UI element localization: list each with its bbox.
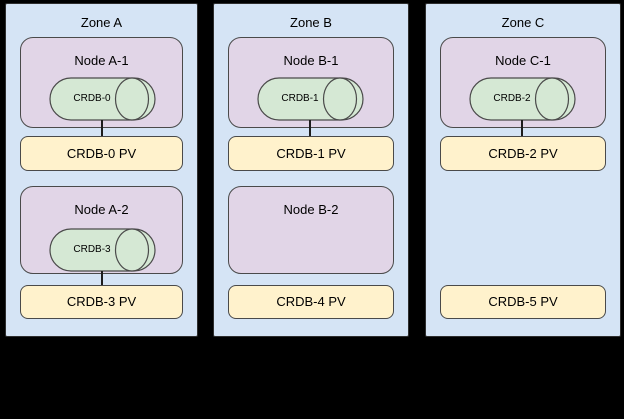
node-a1-box: Node A-1 CRDB-0	[20, 37, 183, 128]
crdb-0-pod-cylinder: CRDB-0	[49, 77, 156, 121]
crdb-1-pod-label: CRDB-1	[281, 93, 319, 104]
cylinder-icon	[49, 77, 156, 121]
crdb-3-pod-label: CRDB-3	[73, 244, 111, 255]
zone-a-container: Zone A Node A-1 CRDB-0 CRDB-0 PV Node A-…	[5, 3, 198, 337]
zone-b-title: Zone B	[290, 15, 332, 30]
crdb-0-pod-label: CRDB-0	[73, 93, 111, 104]
crdb-1-pod-cylinder: CRDB-1	[257, 77, 364, 121]
node-c1-label: Node C-1	[495, 53, 551, 68]
cylinder-icon	[257, 77, 364, 121]
zone-a-title: Zone A	[80, 15, 123, 30]
connector-line-crdb1	[309, 120, 311, 137]
node-c1-box: Node C-1 CRDB-2	[440, 37, 606, 128]
zone-b-container: Zone B Node B-1 CRDB-1 CRDB-1 PV Node B-…	[213, 3, 409, 337]
zone-c-title: Zone C	[501, 15, 545, 30]
connector-line-crdb3	[101, 271, 103, 286]
crdb-2-pv-box: CRDB-2 PV	[440, 136, 606, 171]
zone-c-container: Zone C Node C-1 CRDB-2 CRDB-2 PV CRDB-5 …	[425, 3, 621, 337]
node-b2-box: Node B-2	[228, 186, 394, 274]
node-b1-label: Node B-1	[283, 53, 339, 68]
node-a2-label: Node A-2	[74, 202, 129, 217]
cylinder-icon	[469, 77, 576, 121]
crdb-5-pv-box: CRDB-5 PV	[440, 285, 606, 319]
crdb-3-pod-cylinder: CRDB-3	[49, 228, 156, 272]
node-b1-box: Node B-1 CRDB-1	[228, 37, 394, 128]
crdb-0-pv-box: CRDB-0 PV	[20, 136, 183, 171]
crdb-3-pv-box: CRDB-3 PV	[20, 285, 183, 319]
connector-line-crdb0	[101, 120, 103, 137]
crdb-2-pod-cylinder: CRDB-2	[469, 77, 576, 121]
node-a2-box: Node A-2 CRDB-3	[20, 186, 183, 274]
cylinder-icon	[49, 228, 156, 272]
connector-line-crdb2	[521, 120, 523, 137]
crdb-1-pv-box: CRDB-1 PV	[228, 136, 394, 171]
crdb-2-pod-label: CRDB-2	[493, 93, 531, 104]
crdb-4-pv-box: CRDB-4 PV	[228, 285, 394, 319]
node-a1-label: Node A-1	[74, 53, 129, 68]
node-b2-label: Node B-2	[283, 202, 339, 217]
